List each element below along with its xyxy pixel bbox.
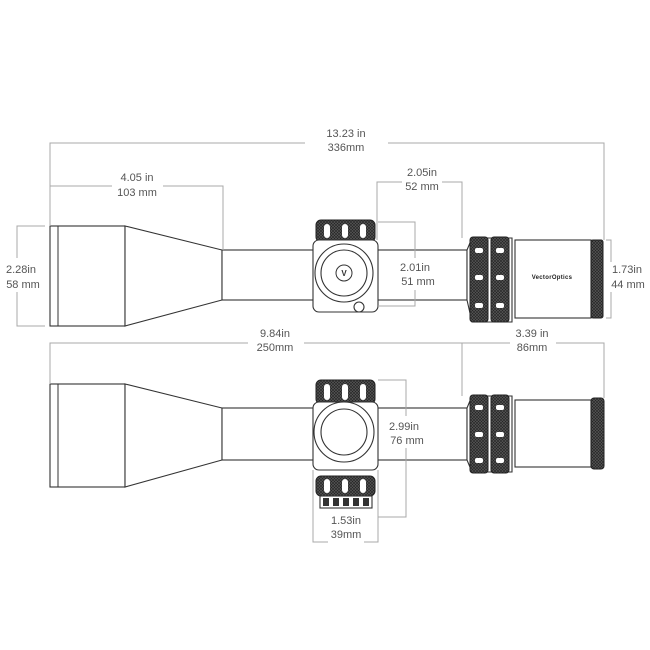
- turret-width-in: 1.53in: [331, 515, 361, 527]
- eyepiece-length-mm: 86mm: [517, 342, 548, 354]
- diopter-ring-side: [590, 397, 605, 470]
- front-length-in: 9.84in: [260, 328, 290, 340]
- top-view-scope: V VectorOptics: [49, 219, 604, 327]
- eyepiece-turret-mm: 52 mm: [405, 181, 439, 193]
- eyepiece-length-in: 3.39 in: [515, 328, 548, 340]
- brand-label: VectorOptics: [532, 275, 573, 281]
- top-dimensions: 13.23 in 336mm 4.05 in 103 mm 2.05in 52 …: [6, 128, 645, 327]
- overall-length-mm: 336mm: [328, 142, 365, 154]
- eyepiece-diameter-in: 1.73in: [612, 264, 642, 276]
- brand-logo-icon: [335, 264, 353, 282]
- eyepiece-turret-in: 2.05in: [407, 167, 437, 179]
- eyepiece-body-side: [514, 399, 592, 468]
- front-length-mm: 250mm: [257, 342, 294, 354]
- objective-bell: [49, 225, 126, 327]
- turret-span-in: 2.99in: [389, 421, 419, 433]
- svg-text:V: V: [341, 269, 347, 278]
- parallax-knob: [353, 301, 365, 313]
- objective-cone: [124, 225, 223, 327]
- turret-span-mm: 76 mm: [390, 435, 424, 447]
- side-view-scope: [49, 379, 605, 509]
- side-dimensions: 9.84in 250mm 3.39 in 86mm 2.99in 76 mm 1…: [49, 328, 605, 543]
- turret-width-mm: 39mm: [331, 529, 362, 541]
- diopter-ring: [590, 239, 604, 319]
- bell-length-mm: 103 mm: [117, 187, 157, 199]
- turret-height-in: 2.01in: [400, 262, 430, 274]
- eyepiece-diameter-mm: 44 mm: [611, 279, 645, 291]
- objective-diameter-mm: 58 mm: [6, 279, 40, 291]
- turret-height-mm: 51 mm: [401, 276, 435, 288]
- eyepiece-body: [514, 239, 592, 319]
- objective-diameter-in: 2.28in: [6, 264, 36, 276]
- overall-length-in: 13.23 in: [326, 128, 365, 140]
- objective-bell-side: [49, 383, 126, 488]
- bell-length-in: 4.05 in: [120, 172, 153, 184]
